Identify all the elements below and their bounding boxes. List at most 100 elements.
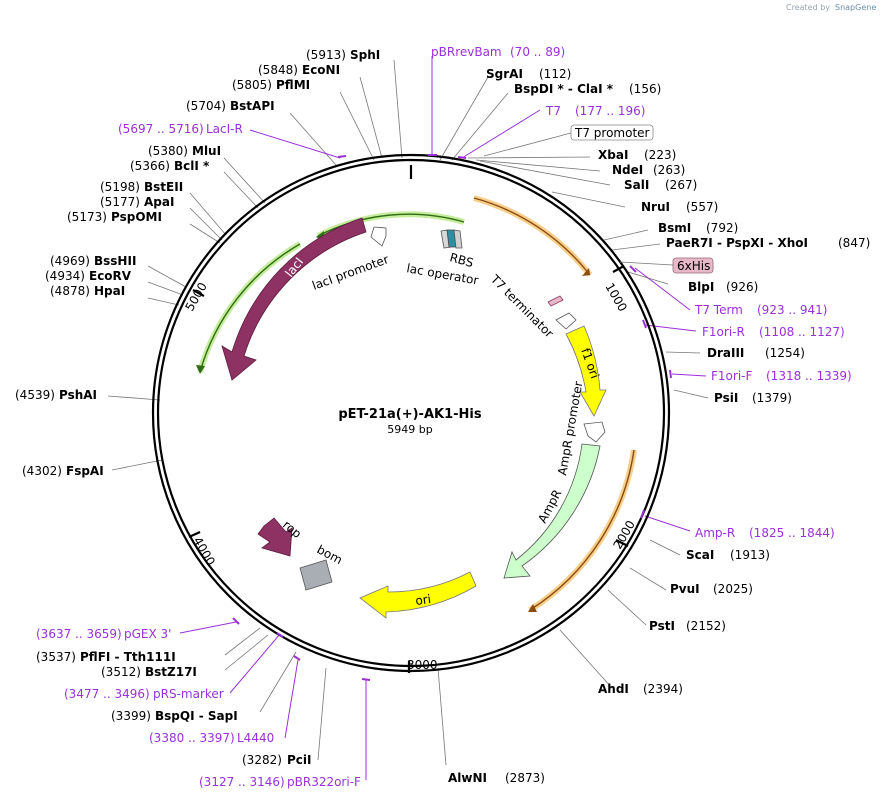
primer-range: (3127 .. 3146) [199, 775, 285, 789]
enzyme-name[interactable]: PspOMI [111, 210, 162, 224]
plasmid-name: pET-21a(+)-AK1-His [338, 407, 481, 422]
enzyme-name[interactable]: PshAI [59, 388, 97, 402]
enzyme-pos: (792) [706, 221, 738, 235]
primer-marks [232, 154, 672, 681]
enzyme-pos: (2025) [713, 582, 753, 596]
enzyme-labels-left: (5913) SphI (5848) EcoNI (5805) PflMI (5… [15, 48, 380, 767]
enzyme-name[interactable]: ApaI [144, 195, 174, 209]
primer-range: (3380 .. 3397) [149, 731, 235, 745]
primer-name[interactable]: T7 [545, 104, 561, 118]
enzyme-name[interactable]: EcoNI [302, 63, 340, 77]
enzyme-name[interactable]: PvuI [670, 582, 700, 596]
enzyme-name[interactable]: BspQI - SapI [155, 709, 238, 723]
rbs-feature-2[interactable] [453, 229, 463, 249]
enzyme-name[interactable]: HpaI [94, 284, 125, 298]
enzyme-pos: (5848) [258, 63, 298, 77]
enzyme-name[interactable]: PstI [649, 619, 675, 633]
enzyme-pos: (263) [653, 163, 685, 177]
enzyme-name[interactable]: AhdI [598, 682, 629, 696]
t7-terminator-feature[interactable] [555, 312, 577, 330]
insert-arc-arrow [582, 268, 590, 276]
enzyme-name[interactable]: PflFI - Tth111I [80, 650, 176, 664]
enzyme-pos: (4539) [15, 388, 55, 402]
enzyme-name[interactable]: BstEII [144, 180, 183, 194]
enzyme-pos: (4934) [45, 269, 85, 283]
enzyme-name[interactable]: BlpI [688, 280, 714, 294]
enzyme-name[interactable]: ScaI [686, 548, 714, 562]
enzyme-pos: (4969) [50, 254, 90, 268]
primer-name[interactable]: LacI-R [206, 122, 243, 136]
laci-cds-arc [199, 243, 301, 373]
enzyme-name[interactable]: DraIII [707, 346, 744, 360]
enzyme-pos: (2394) [643, 682, 683, 696]
enzyme-pos: (5704) [186, 99, 226, 113]
enzyme-name[interactable]: NruI [641, 200, 670, 214]
insert-arc [473, 197, 591, 276]
ampr-feature[interactable] [503, 443, 601, 579]
enzyme-name[interactable]: AlwNI [448, 771, 487, 785]
enzyme-name[interactable]: SphI [350, 48, 380, 62]
t7-terminator-label: T7 terminator [487, 272, 556, 341]
laci-promoter-label: lacI promoter [310, 252, 390, 293]
primer-name[interactable]: pBRrevBam [431, 45, 502, 59]
bom-feature[interactable] [299, 559, 333, 591]
primer-name[interactable]: pBR322ori-F [287, 775, 361, 789]
enzyme-name[interactable]: PsiI [714, 391, 738, 405]
ori-label: ori [414, 592, 431, 608]
laci-promoter-feature[interactable] [370, 226, 387, 247]
enzyme-name[interactable]: BssHII [94, 254, 136, 268]
primer-name[interactable]: F1ori-F [711, 369, 752, 383]
t7-terminator-mark [547, 295, 564, 307]
primer-name[interactable]: pGEX 3' [124, 627, 171, 641]
enzyme-name[interactable]: BspDI * - ClaI * [514, 82, 614, 96]
enzyme-name[interactable]: BstAPI [230, 99, 275, 113]
ampr-cds-arc-arrow [528, 604, 537, 612]
primer-name[interactable]: T7 Term [694, 303, 743, 317]
enzyme-name[interactable]: SalI [624, 178, 649, 192]
rop-feature[interactable] [257, 517, 293, 557]
enzyme-pos: (2873) [505, 771, 545, 785]
enzyme-name[interactable]: PaeR7I - PspXI - XhoI [666, 236, 808, 250]
primer-range: (70 .. 89) [510, 45, 565, 59]
6xhis-label: 6xHis [677, 259, 710, 273]
enzyme-name[interactable]: PciI [287, 753, 312, 767]
enzyme-name[interactable]: EcoRV [89, 269, 132, 283]
enzyme-pos: (3512) [101, 665, 141, 679]
primer-range: (3637 .. 3659) [36, 627, 122, 641]
laci-feature[interactable] [221, 217, 367, 381]
t7-promoter-box [570, 124, 654, 141]
t7-promoter-label: T7 promoter [574, 126, 650, 140]
snapgene-logo: SnapGene [835, 3, 876, 12]
enzyme-name[interactable]: BstZ17I [145, 665, 197, 679]
primer-range: (1108 .. 1127) [759, 325, 845, 339]
enzyme-pos: (847) [838, 236, 870, 250]
enzyme-name[interactable]: BsmI [658, 221, 691, 235]
enzyme-pos: (5198) [100, 180, 140, 194]
f1-ori-feature[interactable] [565, 325, 607, 417]
enzyme-name[interactable]: BclI * [174, 159, 210, 173]
primer-name[interactable]: F1ori-R [702, 325, 745, 339]
enzyme-pos: (4878) [50, 284, 90, 298]
primer-name[interactable]: Amp-R [695, 526, 735, 540]
enzyme-name[interactable]: XbaI [598, 148, 628, 162]
enzyme-pos: (2152) [686, 619, 726, 633]
ampr-promoter-feature[interactable] [583, 421, 606, 443]
tick-marks [188, 165, 629, 673]
enzyme-pos: (5177) [100, 195, 140, 209]
primer-name[interactable]: L4440 [237, 731, 274, 745]
enzyme-name[interactable]: PflMI [276, 78, 310, 92]
enzyme-name[interactable]: FspAI [66, 464, 104, 478]
primer-name[interactable]: pRS-marker [153, 687, 224, 701]
plasmid-length: 5949 bp [387, 423, 432, 436]
enzyme-name[interactable]: SgrAI [486, 67, 523, 81]
enzyme-name[interactable]: NdeI [612, 163, 643, 177]
ori-feature[interactable] [359, 571, 477, 619]
laci-cds-arc-arrow [196, 365, 205, 374]
primer-leader-lines [179, 56, 707, 780]
enzyme-pos: (267) [665, 178, 697, 192]
enzyme-name[interactable]: MluI [192, 144, 221, 158]
enzyme-pos: (557) [686, 200, 718, 214]
enzyme-pos: (5380) [148, 144, 188, 158]
